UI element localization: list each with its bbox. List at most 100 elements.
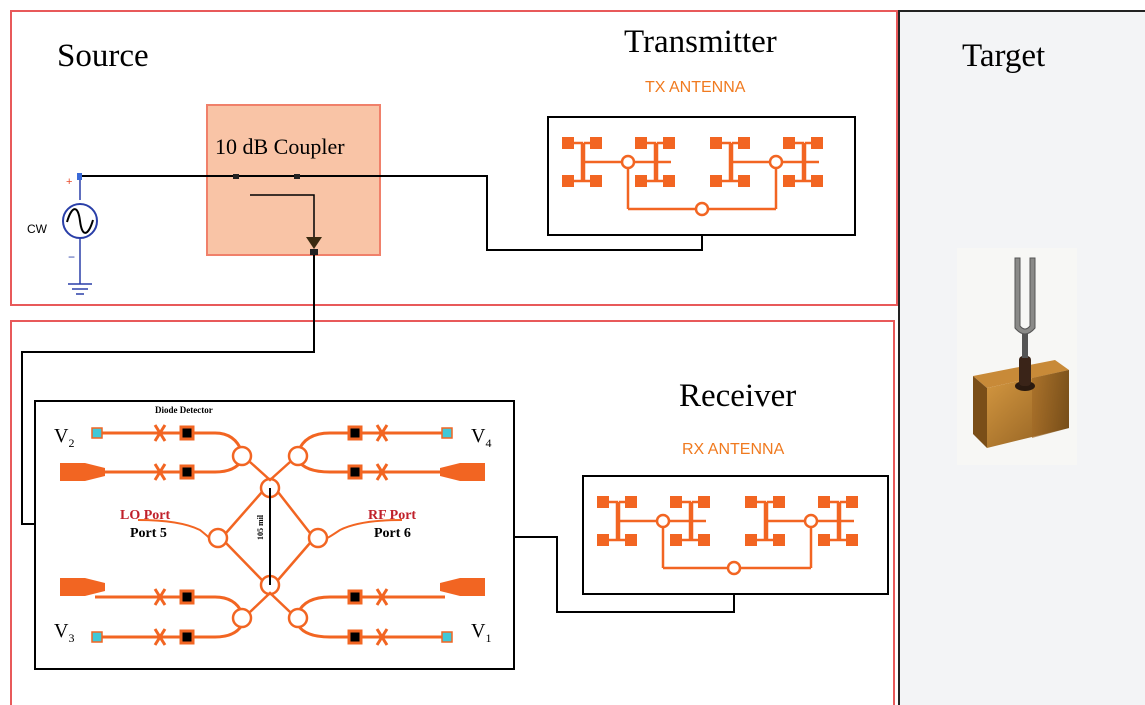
diode-detector-label: Diode Detector xyxy=(155,405,213,415)
patch-element xyxy=(670,534,682,546)
patch-element xyxy=(562,137,574,149)
patch-element xyxy=(710,175,722,187)
receiver-title: Receiver xyxy=(679,378,797,414)
diode-detector xyxy=(347,464,363,480)
rx-antenna-array xyxy=(597,496,858,576)
tx-feed-line xyxy=(82,175,703,251)
mixer-trace xyxy=(277,542,311,581)
hybrid-ring xyxy=(287,607,309,629)
tuning-fork-image xyxy=(957,248,1077,465)
bias-pad xyxy=(91,631,103,643)
source-title: Source xyxy=(57,38,149,74)
combiner-node xyxy=(803,513,819,529)
antenna-trace xyxy=(574,141,598,183)
mixer-trace xyxy=(225,491,263,534)
radial-stub xyxy=(153,628,167,646)
coupler-box xyxy=(206,104,381,256)
patch-element xyxy=(670,496,682,508)
tx-antenna-label: TX ANTENNA xyxy=(645,79,746,96)
mixer-circuit-box xyxy=(34,400,515,670)
radial-stub xyxy=(153,424,167,442)
radial-stub xyxy=(375,628,389,646)
coupler-label: 10 dB Coupler xyxy=(215,134,345,159)
source-panel xyxy=(10,10,898,306)
tapered-pad xyxy=(60,578,105,596)
radial-stub xyxy=(375,424,389,442)
hybrid-ring xyxy=(231,445,253,467)
radial-stub xyxy=(153,463,167,481)
patch-element xyxy=(562,175,574,187)
minus-label: − xyxy=(68,250,76,264)
patch-element xyxy=(698,534,710,546)
mixer-circuit xyxy=(60,424,485,646)
mixer-trace xyxy=(277,491,311,534)
diode-detector xyxy=(347,589,363,605)
feed-node xyxy=(694,201,710,217)
patch-element xyxy=(663,137,675,149)
rf-port-label: RF Port xyxy=(368,508,417,523)
cw-label: CW xyxy=(27,222,47,236)
port6-label: Port 6 xyxy=(374,526,411,541)
cw-source-symbol xyxy=(62,173,98,295)
tx-antenna-array xyxy=(562,137,823,217)
patch-element xyxy=(811,175,823,187)
radial-stub xyxy=(375,463,389,481)
combiner-node xyxy=(655,513,671,529)
dimension-label: 105 mil xyxy=(256,514,265,540)
patch-element xyxy=(783,137,795,149)
patch-element xyxy=(590,175,602,187)
patch-element xyxy=(635,137,647,149)
tapered-pad xyxy=(440,578,485,596)
patch-element xyxy=(818,534,830,546)
patch-element xyxy=(738,175,750,187)
combiner-node xyxy=(620,154,636,170)
coupler-arrow-icon xyxy=(306,237,322,249)
hybrid-ring xyxy=(231,607,253,629)
patch-element xyxy=(811,137,823,149)
patch-element xyxy=(590,137,602,149)
mixer-trace xyxy=(249,591,291,613)
bias-pad xyxy=(91,427,103,439)
bias-pad xyxy=(441,631,453,643)
patch-element xyxy=(710,137,722,149)
v4-label: V4 xyxy=(471,425,492,450)
patch-element xyxy=(745,534,757,546)
patch-element xyxy=(773,496,785,508)
mixer-trace xyxy=(225,542,263,581)
lo-port-label: LO Port xyxy=(120,508,171,523)
diode-detector xyxy=(179,464,195,480)
patch-element xyxy=(625,496,637,508)
patch-element xyxy=(783,175,795,187)
coupled-arm xyxy=(250,194,315,237)
combiner-node xyxy=(768,154,784,170)
patch-element xyxy=(818,496,830,508)
radial-stub xyxy=(153,588,167,606)
diode-detector xyxy=(179,629,195,645)
patch-element xyxy=(773,534,785,546)
tapered-pad xyxy=(60,463,105,481)
v3-label: V3 xyxy=(54,620,75,645)
v2-label: V2 xyxy=(54,425,75,450)
patch-element xyxy=(846,534,858,546)
patch-element xyxy=(846,496,858,508)
tapered-pad xyxy=(440,463,485,481)
diode-detector xyxy=(179,425,195,441)
hybrid-ring xyxy=(207,527,229,549)
antenna-trace xyxy=(722,141,746,183)
bias-pad xyxy=(441,427,453,439)
patch-element xyxy=(635,175,647,187)
target-title: Target xyxy=(962,38,1046,74)
diode-detector xyxy=(347,629,363,645)
diode-detector xyxy=(347,425,363,441)
feed-node xyxy=(726,560,742,576)
diode-detector xyxy=(179,589,195,605)
antenna-trace xyxy=(757,500,781,542)
port5-label: Port 5 xyxy=(130,526,167,541)
mixer-trace xyxy=(249,461,291,482)
receiver-panel xyxy=(10,320,895,705)
patch-element xyxy=(745,496,757,508)
mixer-trace xyxy=(326,519,403,539)
patch-element xyxy=(663,175,675,187)
hybrid-ring xyxy=(287,445,309,467)
